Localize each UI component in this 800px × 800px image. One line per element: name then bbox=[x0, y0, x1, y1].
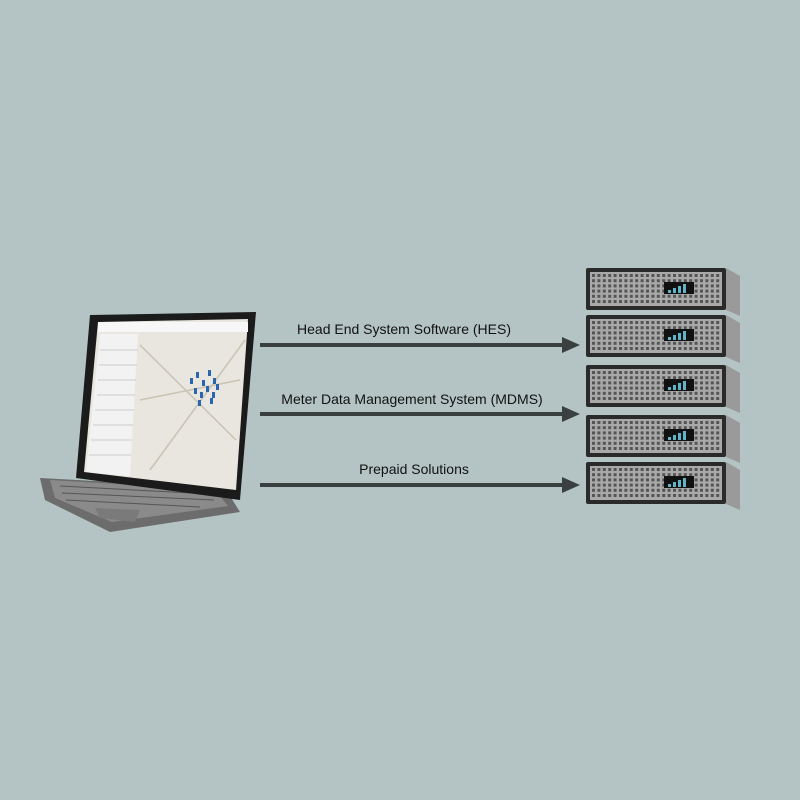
connection-label-prepaid: Prepaid Solutions bbox=[359, 461, 469, 477]
connection-arrows bbox=[260, 337, 580, 493]
arrow-0 bbox=[260, 337, 580, 353]
connection-label-mdms: Meter Data Management System (MDMS) bbox=[281, 391, 543, 407]
laptop-icon bbox=[40, 312, 256, 532]
server-unit bbox=[586, 268, 740, 316]
arrow-2 bbox=[260, 477, 580, 493]
server-unit bbox=[586, 315, 740, 363]
server-unit bbox=[586, 365, 740, 413]
connection-label-hes: Head End System Software (HES) bbox=[297, 321, 511, 337]
server-rack-icon bbox=[586, 268, 740, 510]
server-unit bbox=[586, 462, 740, 510]
server-unit bbox=[586, 415, 740, 463]
arrow-1 bbox=[260, 406, 580, 422]
